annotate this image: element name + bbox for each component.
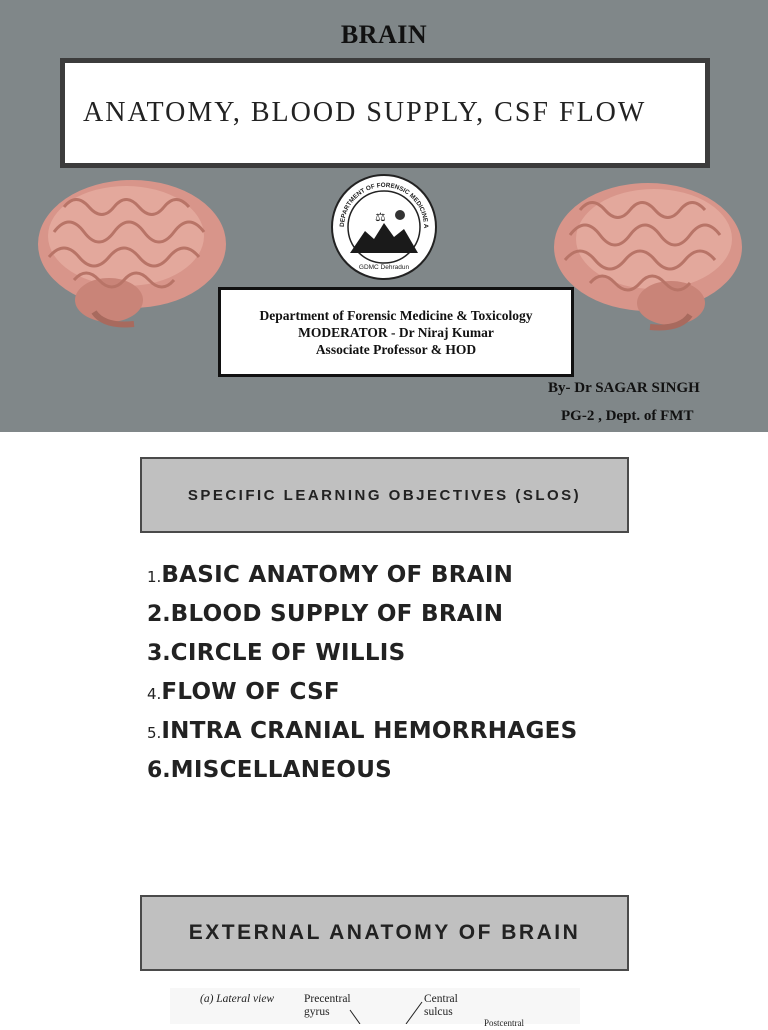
objective-item: 6.MISCELLANEOUS [147,757,578,796]
title-box: ANATOMY, BLOOD SUPPLY, CSF FLOW [60,58,710,168]
objective-text: MISCELLANEOUS [170,757,393,783]
objective-number: 6. [147,758,171,783]
objective-number: 2. [147,602,171,627]
central-sulcus-label: Central sulcus [424,993,458,1018]
designation-line: Associate Professor & HOD [315,341,477,357]
figure-leader-lines [349,1001,423,1024]
objectives-list: 1.BASIC ANATOMY OF BRAIN 2.BLOOD SUPPLY … [147,562,578,796]
objective-item: 1.BASIC ANATOMY OF BRAIN [147,562,578,601]
objective-number: 4. [147,685,162,703]
department-seal-logo: DEPARTMENT OF FORENSIC MEDICINE AND TOXI… [330,173,437,280]
moderator-line: MODERATOR - Dr Niraj Kumar [298,324,494,340]
department-box: Department of Forensic Medicine & Toxico… [218,287,574,377]
objective-text: CIRCLE OF WILLIS [170,640,406,666]
postcentral-label: Postcentral [484,1018,524,1028]
lateral-view-figure: (a) Lateral view Precentral gyrus Centra… [170,988,580,1028]
svg-text:GDMC Dehradun: GDMC Dehradun [359,264,410,271]
objective-number: 1. [147,568,162,586]
objective-item: 3.CIRCLE OF WILLIS [147,640,578,679]
objective-text: FLOW OF CSF [161,679,340,705]
objective-item: 4.FLOW OF CSF [147,679,578,718]
brain-image-right [554,183,742,331]
department-name: Department of Forensic Medicine & Toxico… [259,307,533,323]
external-anatomy-header: EXTERNAL ANATOMY OF BRAIN [140,895,629,971]
precentral-gyrus-label: Precentral gyrus [304,993,351,1018]
objective-item: 2.BLOOD SUPPLY OF BRAIN [147,601,578,640]
objective-text: INTRA CRANIAL HEMORRHAGES [161,718,578,744]
brain-image-left [38,180,226,328]
objective-number: 5. [147,724,162,742]
objective-text: BLOOD SUPPLY OF BRAIN [170,601,504,627]
title-slide: BRAIN ANATOMY, BLOOD SUPPLY, CSF FLOW DE… [0,0,768,432]
figure-view-label: (a) Lateral view [200,993,275,1005]
objective-number: 3. [147,641,171,666]
presentation-title: ANATOMY, BLOOD SUPPLY, CSF FLOW [83,97,647,128]
svg-text:⚖: ⚖ [375,210,386,224]
slide-heading: BRAIN [340,20,428,49]
author-byline: By- Dr SAGAR SINGH [548,380,700,396]
objective-text: BASIC ANATOMY OF BRAIN [161,562,514,588]
author-position: PG-2 , Dept. of FMT [561,408,694,424]
objective-item: 5.INTRA CRANIAL HEMORRHAGES [147,718,578,757]
slo-header: SPECIFIC LEARNING OBJECTIVES (SLOS) [140,457,629,533]
